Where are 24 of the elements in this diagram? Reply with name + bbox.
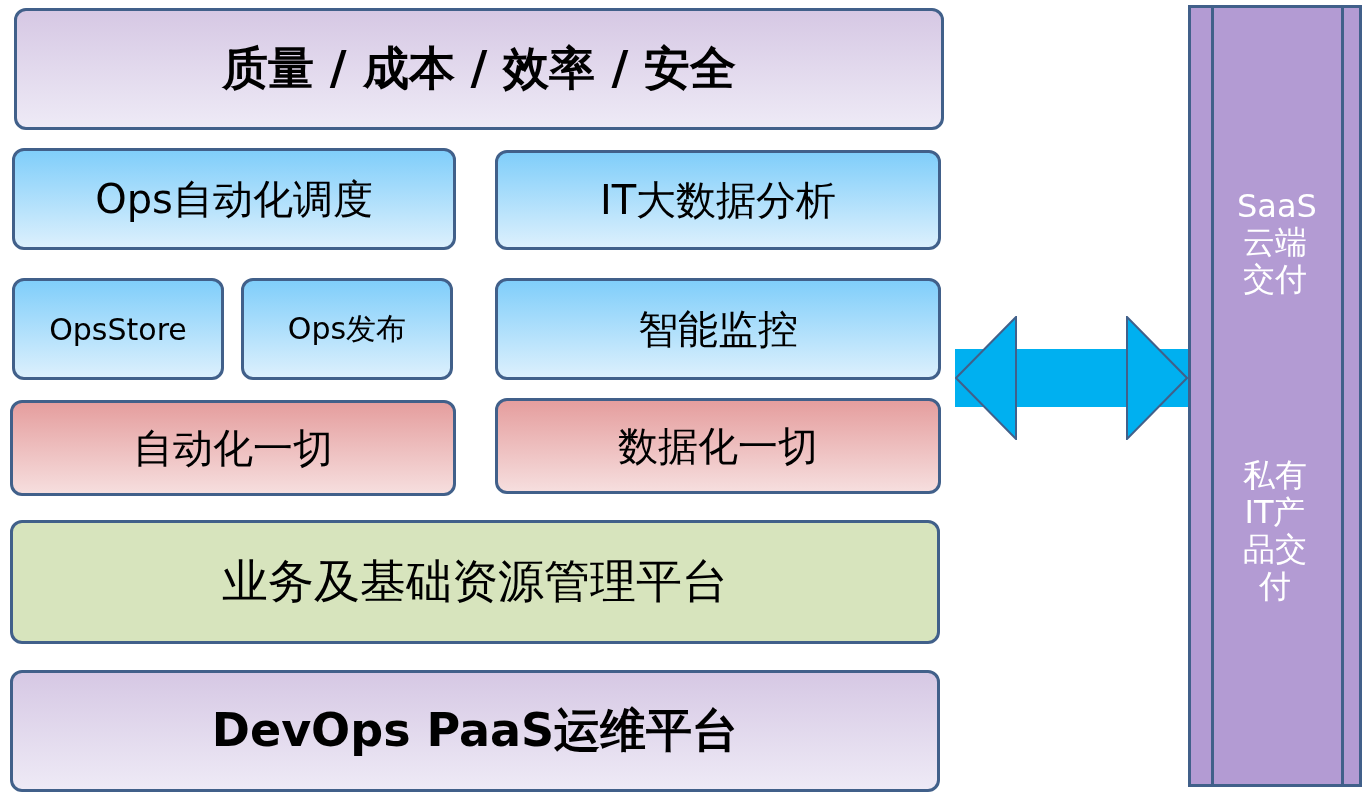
box-label: 自动化一切 — [133, 423, 333, 473]
box-label: 质量 / 成本 / 效率 / 安全 — [221, 40, 737, 97]
box-label: IT大数据分析 — [599, 175, 837, 225]
box-label: Ops发布 — [287, 309, 407, 348]
box-label: DevOps PaaS运维平台 — [211, 702, 739, 759]
box-label: 业务及基础资源管理平台 — [222, 553, 728, 610]
module-box — [12, 278, 224, 380]
box-label: OpsStore — [49, 311, 187, 347]
layer-box — [10, 670, 940, 792]
module-box — [241, 278, 453, 380]
module-box — [12, 148, 456, 250]
double-arrow — [955, 316, 1188, 440]
principle-box — [495, 398, 941, 494]
layer-box — [14, 8, 944, 130]
delivery-label: SaaS云端交付 — [1237, 187, 1313, 298]
box-label: 智能监控 — [638, 304, 798, 354]
platform-box — [10, 520, 940, 644]
principle-box — [10, 400, 456, 496]
box-label: Ops自动化调度 — [95, 174, 373, 224]
module-box — [495, 150, 941, 250]
delivery-column — [1188, 5, 1362, 787]
box-label: 数据化一切 — [618, 421, 818, 471]
module-box — [495, 278, 941, 380]
delivery-label: 私有IT产品交付 — [1242, 457, 1308, 605]
